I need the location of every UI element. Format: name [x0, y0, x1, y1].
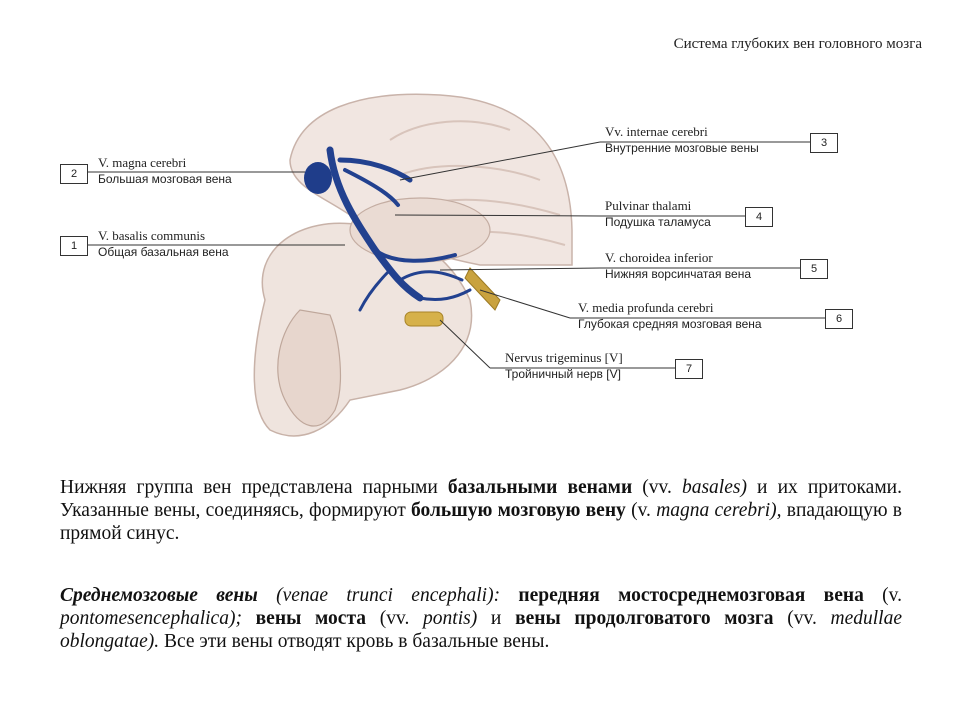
- callout-label-5: V. choroidea inferior Нижняя ворсинчатая…: [605, 250, 751, 282]
- latin-term: basales): [681, 477, 747, 498]
- latin-term: (venae trunci encephali):: [276, 585, 501, 606]
- text-run: [500, 585, 518, 606]
- label-russian: Большая мозговая вена: [98, 172, 232, 186]
- latin-term: pontomesencephalica);: [60, 608, 242, 629]
- callout-number-5: 5: [800, 259, 828, 279]
- text-run: (vv.: [632, 477, 682, 498]
- callout-label-4: Pulvinar thalami Подушка таламуса: [605, 198, 711, 230]
- text-run: и: [477, 608, 516, 629]
- label-latin: V. basalis communis: [98, 228, 206, 243]
- text-run: (vv.: [773, 608, 831, 629]
- text-run: Нижняя группа вен представлена парными: [60, 477, 448, 498]
- text-run: (vv.: [366, 608, 424, 629]
- text-run: [258, 585, 276, 606]
- callout-label-7: Nervus trigeminus [V] Тройничный нерв [V…: [505, 350, 623, 382]
- brain-veins-figure: 1 2 3 4 5 6 7 V. basalis communis Общая …: [60, 93, 853, 437]
- callout-label-2: V. magna cerebri Большая мозговая вена: [98, 155, 232, 187]
- text-run: Все эти вены отводят кровь в базальные в…: [159, 631, 550, 652]
- callout-number-7: 7: [675, 359, 703, 379]
- callout-label-3: Vv. internae cerebri Внутренние мозговые…: [605, 124, 759, 156]
- term-pontine-veins: вены моста: [255, 608, 367, 629]
- callout-number-1: 1: [60, 236, 88, 256]
- callout-number-4: 4: [745, 207, 773, 227]
- callout-number-6: 6: [825, 309, 853, 329]
- latin-term: medullae oblongatae).: [60, 608, 903, 652]
- label-russian: Тройничный нерв [V]: [505, 367, 621, 381]
- term-midbrain-veins: Среднемозговые вены: [60, 585, 258, 606]
- term-medulla-veins: вены продолговатого мозга: [515, 608, 774, 629]
- paragraph-basal-veins: Нижняя группа вен представлена парными б…: [60, 476, 902, 545]
- label-latin: Nervus trigeminus [V]: [505, 350, 623, 365]
- callout-number-2: 2: [60, 164, 88, 184]
- label-russian: Подушка таламуса: [605, 215, 711, 229]
- slide-title: Система глубоких вен головного мозга: [673, 36, 922, 52]
- label-latin: V. media profunda cerebri: [578, 300, 714, 315]
- text-run: впадающую в прямой синус.: [60, 500, 902, 544]
- label-latin: V. choroidea inferior: [605, 250, 713, 265]
- latin-term: pontis): [423, 608, 478, 629]
- callout-number-3: 3: [810, 133, 838, 153]
- term-great-cerebral-vein: большую мозговую вену: [411, 500, 626, 521]
- anatomy-illustration: [86, 93, 825, 437]
- text-run: и их притоками. Указанные вены, соединяя…: [60, 477, 902, 521]
- paragraph-midbrain-veins: Среднемозговые вены (venae trunci enceph…: [60, 584, 902, 653]
- label-latin: V. magna cerebri: [98, 155, 187, 170]
- text-run: (v.: [625, 500, 657, 521]
- label-russian: Глубокая средняя мозговая вена: [578, 317, 762, 331]
- label-russian: Общая базальная вена: [98, 245, 229, 259]
- label-russian: Нижняя ворсинчатая вена: [605, 267, 752, 281]
- callout-label-1: V. basalis communis Общая базальная вена: [98, 228, 229, 260]
- term-basal-veins: базальными венами: [447, 477, 633, 498]
- term-pontomesencephalic-vein: передняя мостосреднемозговая вена: [518, 585, 864, 606]
- callout-label-6: V. media profunda cerebri Глубокая средн…: [578, 300, 762, 332]
- text-run: (v.: [863, 585, 903, 606]
- text-run: [242, 608, 256, 629]
- latin-term: magna cerebri),: [656, 500, 782, 521]
- label-russian: Внутренние мозговые вены: [605, 141, 759, 155]
- label-latin: Pulvinar thalami: [605, 198, 692, 213]
- label-latin: Vv. internae cerebri: [605, 124, 708, 139]
